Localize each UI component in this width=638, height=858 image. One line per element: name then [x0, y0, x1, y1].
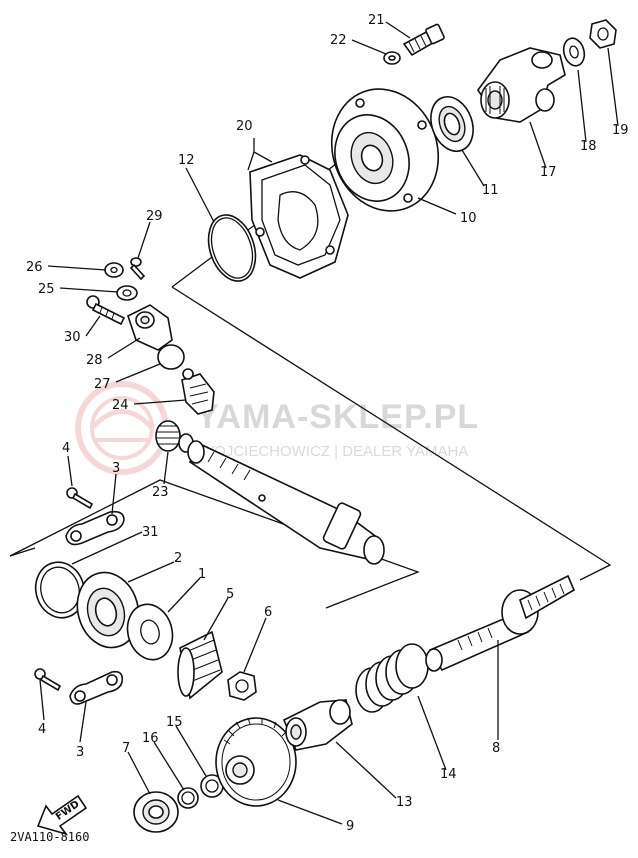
- leader-lines: [39, 21, 619, 825]
- watermark-subtitle: WOJCIECHOWICZ | DEALER YAMAHA: [200, 443, 468, 460]
- callout-14: 14: [440, 767, 457, 782]
- part-18-washer: [562, 37, 586, 67]
- part-4-screw-upper: [66, 487, 94, 510]
- callout-15: 15: [166, 715, 183, 730]
- part-15-shim: [200, 774, 224, 798]
- callout-1: 1: [198, 567, 206, 582]
- part-23-drive-gear: [155, 420, 194, 453]
- callout-24: 24: [112, 398, 129, 413]
- part-13-coupling: [282, 699, 353, 751]
- part-3-lock-plate-upper: [65, 510, 125, 546]
- callout-labels: 21 22 20 12 29 26 25 30 28 27 24 23 4 3 …: [26, 13, 629, 834]
- callout-3-lower: 3: [76, 745, 84, 760]
- callout-28: 28: [86, 353, 103, 368]
- part-3-lock-plate-lower: [69, 670, 124, 705]
- watermark-brand: YAMA-SKLEP.PL: [196, 398, 479, 436]
- part-8-output-shaft: [425, 574, 576, 672]
- part-7-bearing: [133, 791, 179, 833]
- callout-8: 8: [492, 741, 500, 756]
- diagram-code: 2VA110-8160: [10, 830, 89, 844]
- callout-25: 25: [38, 282, 55, 297]
- callout-19: 19: [612, 123, 629, 138]
- callout-12: 12: [178, 153, 195, 168]
- callout-31: 31: [142, 525, 159, 540]
- part-4-screw-lower: [34, 668, 62, 692]
- part-11-oil-seal: [430, 96, 474, 152]
- callout-29: 29: [146, 209, 163, 224]
- part-2-bearing: [76, 571, 140, 649]
- part-24-gear-housing: [181, 368, 215, 415]
- callout-11: 11: [482, 183, 499, 198]
- callout-10: 10: [460, 211, 477, 226]
- callout-16: 16: [142, 731, 159, 746]
- part-9-driven-bevel-gear: [215, 717, 297, 807]
- part-30-bolt: [86, 295, 126, 326]
- callout-21: 21: [368, 13, 385, 28]
- part-27-ball: [157, 344, 185, 370]
- part-19-nut: [589, 19, 617, 49]
- callout-30: 30: [64, 330, 81, 345]
- callout-6: 6: [264, 605, 272, 620]
- part-16-circlip: [177, 787, 199, 809]
- part-6-nut: [227, 671, 257, 701]
- part-14-compression-spring: [355, 643, 429, 713]
- callout-7: 7: [122, 741, 130, 756]
- callout-13: 13: [396, 795, 413, 810]
- fwd-direction-arrow-icon: FWD: [36, 794, 88, 836]
- part-10-bearing-housing: [330, 88, 440, 212]
- callout-17: 17: [540, 165, 557, 180]
- part-29-screw: [129, 257, 146, 281]
- callout-27: 27: [94, 377, 111, 392]
- callout-9: 9: [346, 819, 354, 834]
- callout-23: 23: [152, 485, 169, 500]
- part-20-housing-cover: [249, 154, 349, 279]
- part-1-shim: [126, 603, 174, 661]
- part-25-washer: [116, 285, 138, 301]
- callout-20: 20: [236, 119, 253, 134]
- watermark: YAMA-SKLEP.PL WOJCIECHOWICZ | DEALER YAM…: [75, 381, 479, 475]
- middle-drive-shaft: [187, 440, 385, 565]
- callout-18: 18: [580, 139, 597, 154]
- part-28-sensor-bracket: [127, 304, 173, 351]
- part-21-bolt: [402, 23, 445, 57]
- callout-4-lower: 4: [38, 722, 46, 737]
- part-5-drive-bevel-gear: [177, 630, 223, 700]
- part-12-o-ring: [207, 214, 257, 282]
- callout-22: 22: [330, 33, 347, 48]
- part-17-universal-joint-yoke: [477, 47, 566, 123]
- callout-4-upper: 4: [62, 441, 70, 456]
- callout-5: 5: [226, 587, 234, 602]
- callout-2: 2: [174, 551, 182, 566]
- callout-3-upper: 3: [112, 461, 120, 476]
- part-26-washer: [104, 262, 124, 278]
- callout-26: 26: [26, 260, 43, 275]
